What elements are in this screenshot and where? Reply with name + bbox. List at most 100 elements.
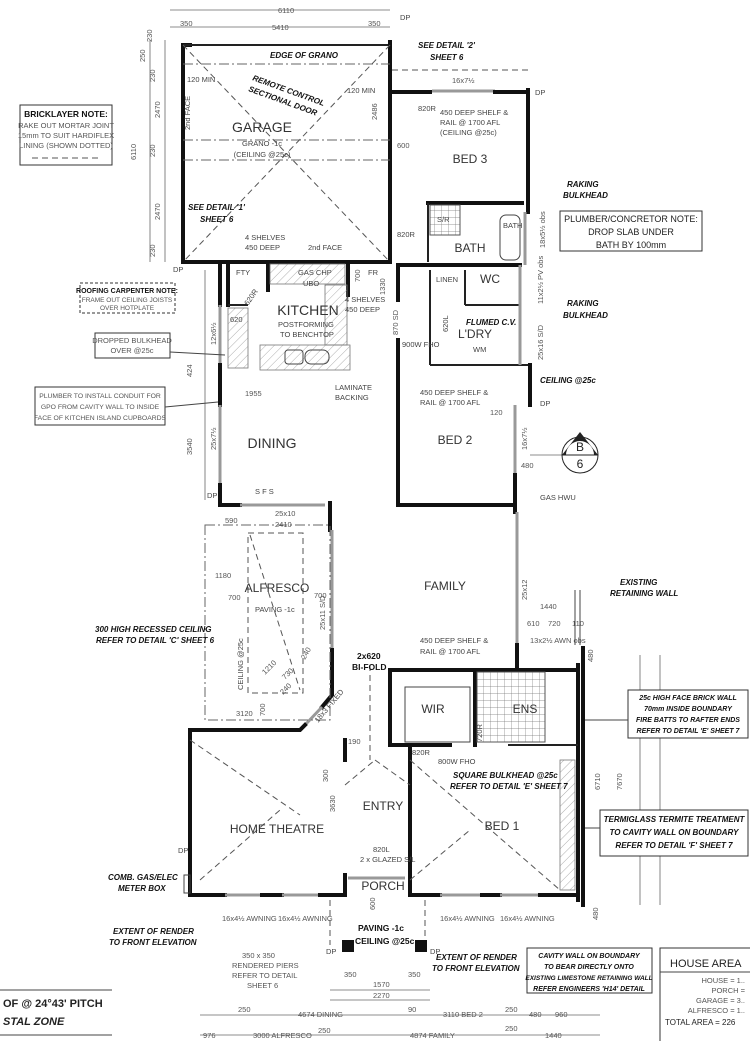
dimension: 90	[408, 1005, 416, 1014]
note-line: DROPPED BULKHEAD	[92, 336, 172, 345]
house-area-row: HOUSE = 1..	[701, 976, 745, 985]
dimension: 700	[258, 703, 267, 716]
door-label: 820R	[397, 230, 416, 239]
room-entry: ENTRY	[363, 799, 403, 813]
room-kitchen: KITCHEN	[277, 302, 338, 318]
postforming-label: POSTFORMING	[278, 320, 334, 329]
dimension: 6710	[593, 773, 602, 790]
room-dining: DINING	[248, 435, 297, 451]
dimension: 480	[591, 907, 600, 920]
recessed-ceiling-label: 300 HIGH RECESSED CEILING	[95, 625, 211, 634]
door-label: 620R	[242, 287, 260, 307]
meter-box-label-2: METER BOX	[118, 884, 166, 893]
window-size: 13x2½ AWN obs	[530, 636, 586, 645]
washing-machine-label: WM	[473, 345, 486, 354]
dimension: 1180	[215, 571, 231, 580]
dimension: 250	[505, 1005, 518, 1014]
note-line: BATH BY 100mm	[596, 240, 666, 250]
shelf-label: 450 DEEP SHELF &	[420, 388, 488, 397]
room-porch: PORCH	[361, 879, 404, 893]
dimension: 1210	[260, 658, 278, 676]
recessed-ceiling-ref: REFER TO DETAIL 'C' SHEET 6	[96, 636, 215, 645]
pantry-label: FTY	[236, 268, 250, 277]
fho-label: 800W FHO	[438, 757, 476, 766]
porch-paving-label: PAVING -1c	[358, 923, 404, 933]
bulkhead-label: BULKHEAD	[563, 311, 608, 320]
dimension: 2470	[153, 203, 162, 220]
dimension: 1440	[540, 602, 557, 611]
window-size: 18x5½ obs	[538, 211, 547, 248]
dimension: 3110 BED 2	[443, 1010, 483, 1019]
window-size: 16x7½	[520, 427, 529, 450]
piers-label: SHEET 6	[247, 981, 278, 990]
walls	[149, 9, 661, 1036]
room-ensuite: ENS	[513, 702, 538, 716]
window-size: 11x2½ PV obs	[536, 256, 545, 304]
note-plumber-concretor: PLUMBER/CONCRETOR NOTE: DROP SLAB UNDER …	[559, 210, 703, 252]
rail-label: RAIL @ 1700 AFL	[420, 398, 480, 407]
note-line: 15mm TO SUIT HARDIFLEX	[18, 131, 114, 140]
dimension: 3630	[328, 795, 337, 812]
shelf-label: 450 DEEP SHELF &	[440, 108, 508, 117]
dimension: 870 SD	[391, 309, 400, 335]
room-wc: WC	[480, 272, 500, 286]
downpipe-label: DP	[326, 947, 336, 956]
dimension: 1330	[378, 278, 387, 295]
note-line: OVER HOTPLATE	[100, 305, 155, 312]
section-letter: B	[576, 440, 584, 454]
dimension: 976	[203, 1031, 216, 1040]
door-label: 720R	[475, 723, 484, 742]
min-label: 120 MIN	[187, 75, 215, 84]
dimension: 610	[527, 619, 540, 628]
flumed-label: FLUMED C.V.	[466, 318, 516, 327]
downpipe-label: DP	[173, 265, 183, 274]
porch-ceiling-label: CEILING @25c	[355, 936, 415, 946]
window-sfs-label: S F S	[255, 487, 274, 496]
sheet-6-label: SHEET 6	[430, 53, 464, 62]
room-home-theatre: HOME THEATRE	[230, 822, 324, 836]
render-label-2: TO FRONT ELEVATION	[432, 964, 520, 973]
dimension: 2410	[275, 520, 292, 529]
second-face-label: 2nd FACE	[183, 96, 192, 130]
title-block: OF @ 24°43' PITCH STAL ZONE	[0, 989, 112, 1036]
porch-pier-right	[415, 940, 427, 952]
awning-label: 16x4½ AWNING	[222, 914, 277, 923]
house-area-total: TOTAL AREA = 226	[665, 1018, 736, 1027]
alfresco-ceiling-label: CEILING @25c	[236, 638, 245, 690]
see-detail-1-label: SEE DETAIL '1'	[188, 203, 246, 212]
dimension: 720	[548, 619, 561, 628]
note-line: REFER TO DETAIL 'E' SHEET 7	[637, 728, 741, 735]
room-bed2: BED 2	[438, 433, 473, 447]
dimension: 110	[572, 619, 584, 628]
dimension: 2470	[153, 101, 162, 118]
note-title: ROOFING CARPENTER NOTE:	[76, 288, 178, 295]
room-laundry: L'DRY	[458, 327, 492, 341]
note-line: DROP SLAB UNDER	[588, 227, 674, 237]
window-size: 12x6½	[209, 322, 218, 345]
square-bulkhead-ref: REFER TO DETAIL 'E' SHEET 7	[450, 782, 568, 791]
dimension: 2486	[370, 103, 379, 120]
room-family: FAMILY	[424, 579, 466, 593]
laminate-label: LAMINATE	[335, 383, 372, 392]
dimension: 590	[225, 516, 238, 525]
dimension: 250	[505, 1024, 518, 1033]
room-labels: GARAGE BED 3 BATH WC LINEN L'DRY KITCHEN…	[230, 119, 537, 893]
awning-label: 16x4½ AWNING	[278, 914, 333, 923]
dimension: 250	[318, 1026, 331, 1035]
dimension: 250	[238, 1005, 251, 1014]
rail-label: RAIL @ 1700 AFL	[440, 118, 500, 127]
window-size: 16x7½	[452, 76, 475, 85]
paving-label: PAVING -1c	[255, 605, 295, 614]
window-size: 25x10	[275, 509, 295, 518]
note-line: TO BEAR DIRECTLY ONTO	[544, 964, 634, 971]
fridge-label: FR	[368, 268, 379, 277]
dimension: 600	[368, 897, 377, 910]
door-label: 820L	[373, 845, 390, 854]
note-face-brick: 25c HIGH FACE BRICK WALL 70mm INSIDE BOU…	[585, 689, 749, 739]
dimension: 350	[344, 970, 357, 979]
house-area-row: ALFRESCO = 1..	[688, 1006, 745, 1015]
shelves-label: 4 SHELVES	[345, 295, 385, 304]
dimension: 4874 FAMILY	[410, 1031, 455, 1040]
house-area-row: GARAGE = 3..	[696, 996, 745, 1005]
dimension: 700	[228, 593, 241, 602]
